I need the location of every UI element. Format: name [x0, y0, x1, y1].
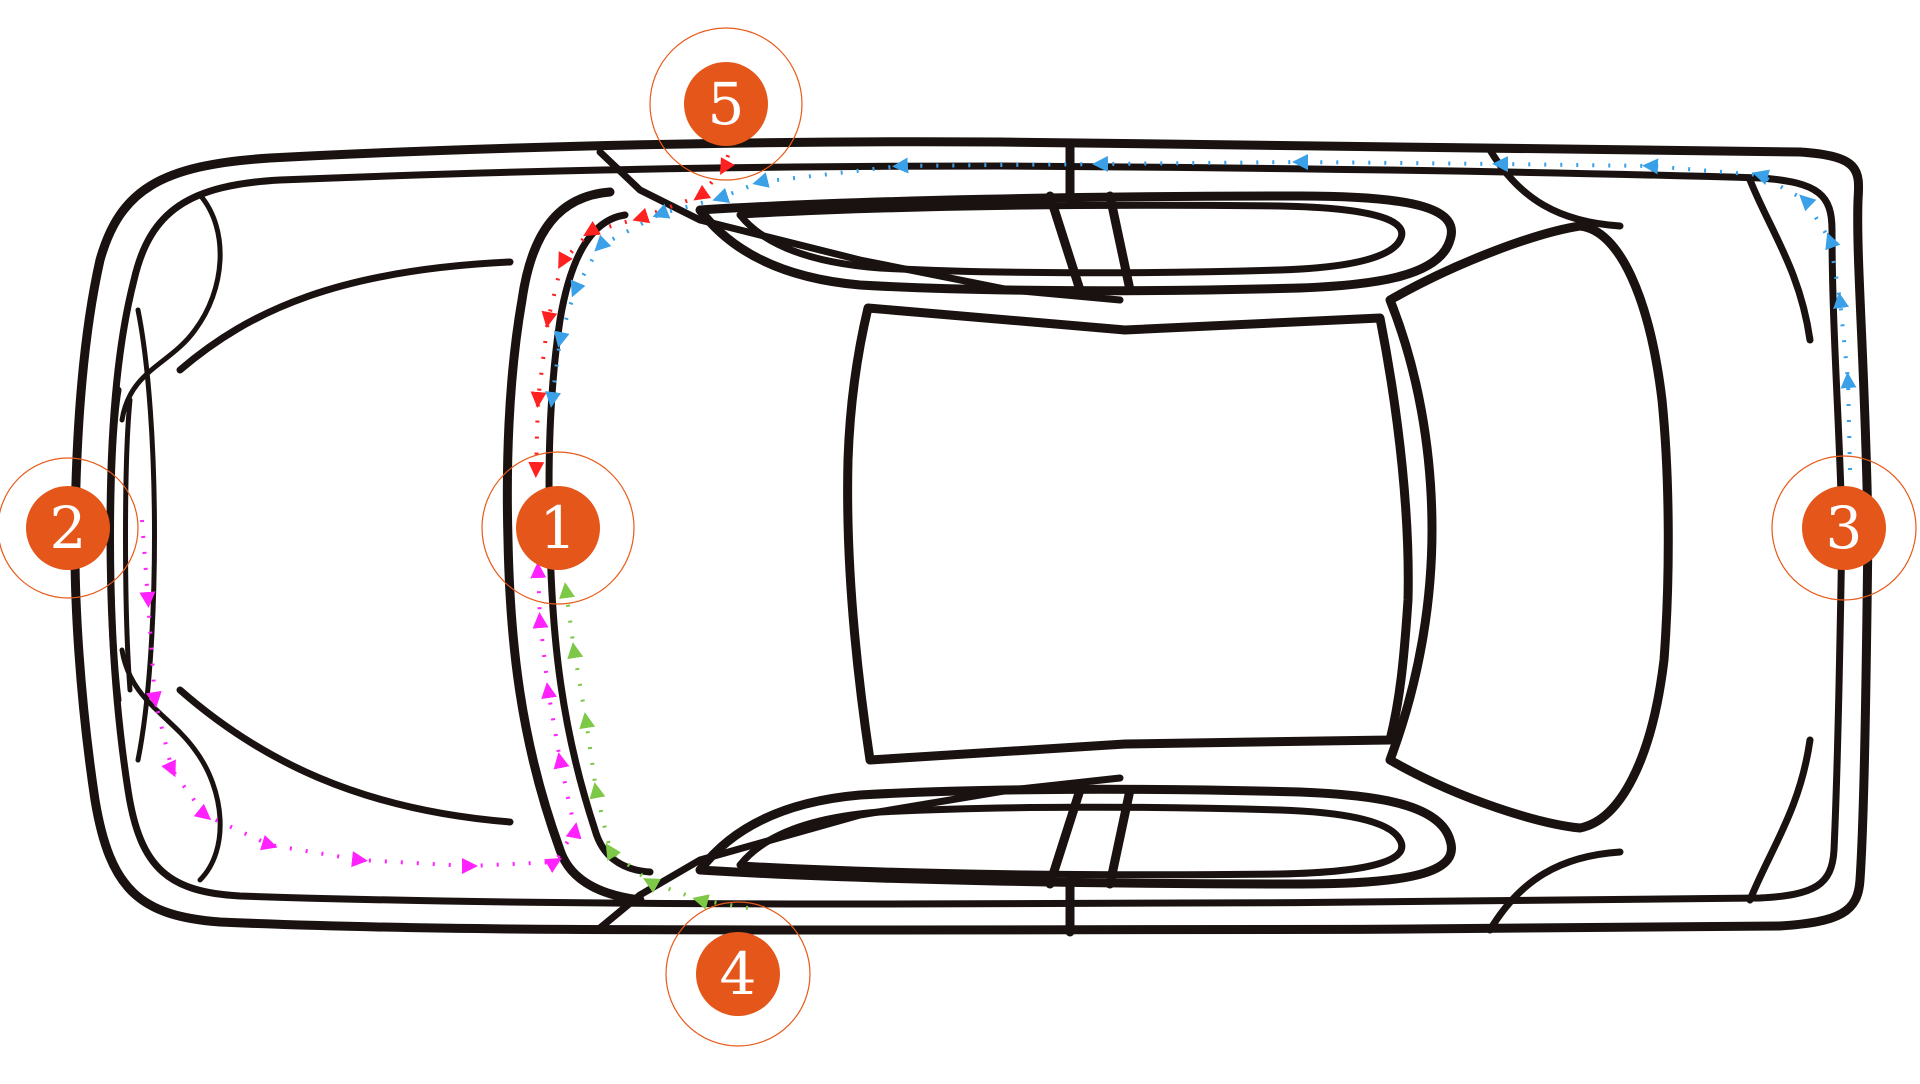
- car-outer-body: [70, 137, 1873, 935]
- marker-4[interactable]: 4: [665, 901, 811, 1047]
- a-pillar-top: [596, 148, 1124, 304]
- headlight-slot-inner: [123, 397, 133, 693]
- car-outline: [70, 137, 1873, 937]
- marker-1[interactable]: 1: [481, 451, 635, 605]
- front-bumper-line-lower: [119, 647, 223, 883]
- rear-window: [1385, 221, 1673, 833]
- trunk-lower-line: [1486, 736, 1814, 934]
- b-pillar-bottom: [1045, 785, 1135, 937]
- marker-2[interactable]: 2: [0, 457, 139, 599]
- route-4-to-1: [559, 582, 749, 910]
- marker-3-label: 3: [1826, 494, 1863, 562]
- roof: [843, 303, 1413, 765]
- marker-5[interactable]: 5: [649, 27, 803, 181]
- bottom-door-strip: [695, 784, 1456, 889]
- marker-2-label: 2: [50, 494, 87, 562]
- marker-5-label: 5: [708, 70, 745, 138]
- front-bumper-line: [119, 192, 223, 423]
- hood-crease-upper: [176, 258, 514, 374]
- bottom-door-window: [736, 803, 1406, 879]
- headlight-slot: [107, 386, 122, 704]
- route-5-to-1: [528, 139, 735, 478]
- marker-1-label: 1: [540, 494, 577, 562]
- marker-3[interactable]: 3: [1771, 455, 1917, 601]
- hood-crease-lower: [176, 686, 514, 826]
- route-2-to-1: [139, 519, 582, 874]
- marker-4-label: 4: [720, 940, 757, 1008]
